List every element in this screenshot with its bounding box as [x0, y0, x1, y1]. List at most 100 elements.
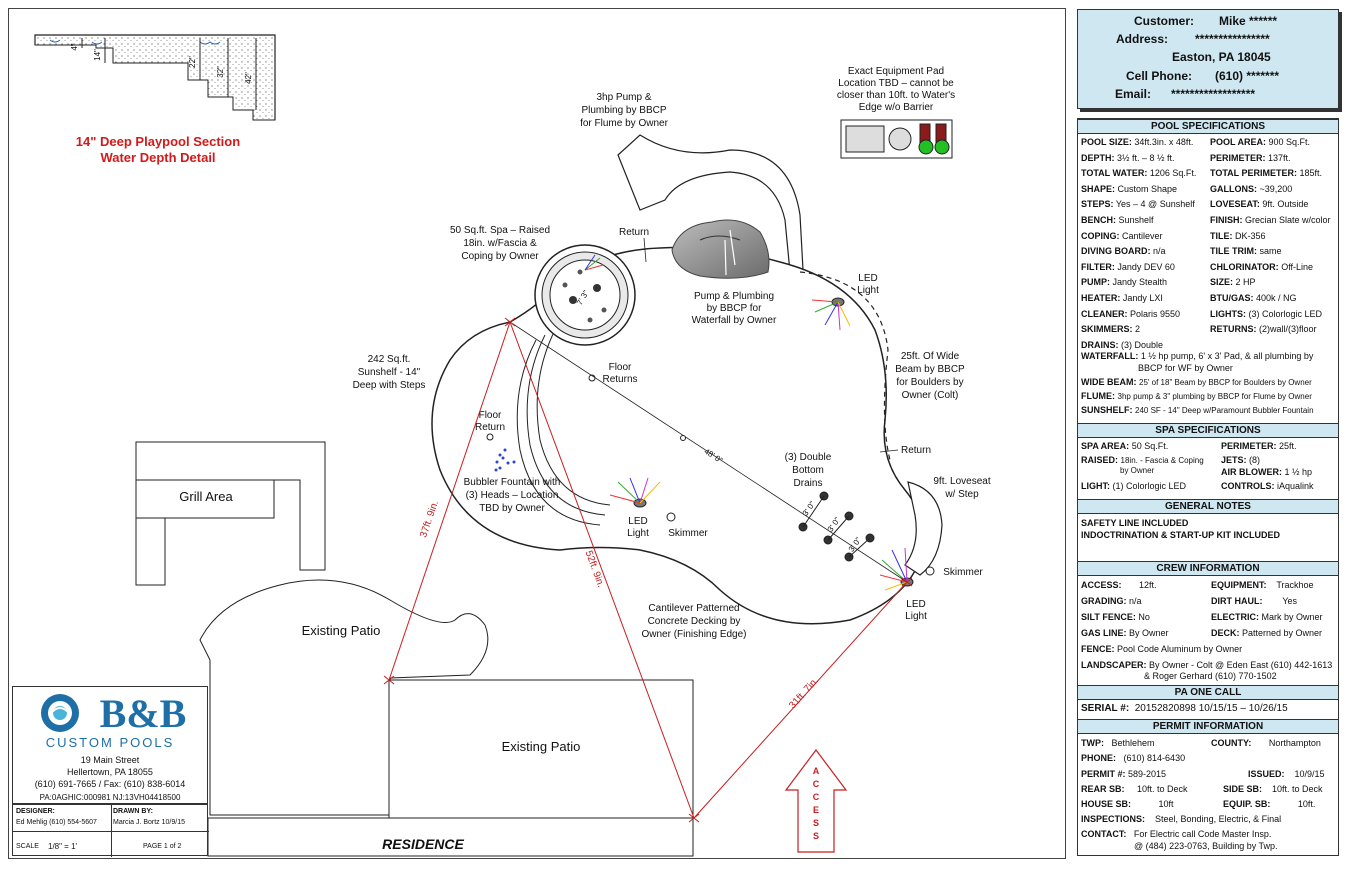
wide-beam [799, 271, 891, 461]
flume-label: FLUME: [1081, 391, 1115, 401]
spa [534, 244, 636, 346]
pool-spec-label: TOTAL PERIMETER: [1210, 168, 1298, 179]
led-light-tr-icon [811, 297, 851, 331]
spa-light-value: (1) Colorlogic LED [1112, 481, 1187, 491]
waterfall-label: WATERFALL: [1081, 351, 1139, 361]
residence-outline [207, 817, 694, 857]
bubbler-note-3: TBD by Owner [479, 503, 545, 514]
drains-note-1: (3) Double [785, 452, 832, 463]
grill-area-outline [135, 441, 326, 586]
customer-value: Mike ****** [1219, 14, 1278, 28]
spa-area-value: 50 Sq.Ft. [1131, 441, 1169, 451]
pool-spec-row-right: PERIMETER: 137ft. [1210, 153, 1291, 163]
patio-left-label: Existing Patio [302, 623, 381, 638]
waterfall-value-2: BBCP for WF by Owner [1138, 363, 1233, 373]
pool-spec-row-left: STEPS: Yes – 4 @ Sunshelf [1081, 199, 1195, 209]
permit-equipsb-value: 10ft. [1297, 799, 1316, 809]
pool-spec-value: Cantilever [1122, 230, 1163, 241]
crew-access-label: ACCESS: [1081, 580, 1122, 590]
pool-spec-value: Sunshelf [1118, 215, 1154, 225]
permit-county-value: Northampton [1268, 738, 1321, 748]
pool-spec-label: TILE: [1210, 230, 1233, 241]
flume-note-1: 3hp Pump & [596, 92, 651, 103]
pool-spec-label: PERIMETER: [1210, 152, 1266, 163]
permit-number-label: PERMIT #: [1081, 769, 1126, 779]
address-label: Address: [1116, 32, 1169, 46]
widebeam-value: 25' of 18" Beam by BBCP for Boulders by … [1139, 378, 1312, 387]
pool-spec-value: (2)wall/(3)floor [1259, 324, 1317, 335]
sunshelf-note-2: Sunshelf - 14" [358, 367, 421, 378]
pool-spec-value: 900 Sq.Ft. [1268, 137, 1311, 147]
pool-spec-label: DIVING BOARD: [1081, 246, 1151, 257]
crew-header: CREW INFORMATION [1078, 561, 1338, 576]
skimmer-right-icon [925, 566, 935, 576]
pool-spec-value: 2 HP [1235, 277, 1256, 288]
spa-note-1: 50 Sq.ft. Spa – Raised [450, 225, 550, 236]
drains-note-2: Bottom [792, 465, 824, 476]
company-license: PA:0AGHIC:000981 NJ:13VH04418500 [39, 793, 181, 802]
drawn-value: Marcia J. Bortz 10/9/15 [113, 819, 185, 826]
customer-label: Customer: [1134, 14, 1195, 28]
floor-return-1: Floor [479, 410, 502, 421]
pool-spec-value: 3½ ft. – 8 ½ ft. [1117, 152, 1175, 163]
pool-spec-row-right: CHLORINATOR: Off-Line [1210, 262, 1313, 272]
pool-spec-value: 1206 Sq.Ft. [1149, 168, 1197, 179]
pool-spec-value: Yes – 4 @ Sunshelf [1115, 199, 1195, 210]
pool-spec-value: (3) Colorlogic LED [1248, 308, 1323, 319]
pool-spec-label: RETURNS: [1210, 324, 1257, 335]
pool-spec-value: Off-Line [1281, 261, 1314, 272]
led-light-tr-2: Light [857, 285, 879, 296]
waterfall-value: 1 ½ hp pump, 6' x 3' Pad, & all plumbing… [1140, 351, 1314, 361]
depth-22-label: 22" [188, 56, 197, 68]
permit-number-value: 589-2015 [1128, 769, 1167, 779]
permit-header: PERMIT INFORMATION [1078, 719, 1338, 734]
decking-note-3: Owner (Finishing Edge) [641, 629, 746, 640]
led-light-br-2: Light [905, 611, 927, 622]
spa-perim-value: 25ft. [1279, 441, 1297, 451]
pool-spec-row-right: POOL AREA: 900 Sq.Ft. [1210, 137, 1310, 147]
general-note-1: SAFETY LINE INCLUDED [1081, 518, 1189, 528]
drains-note-3: Drains [794, 478, 823, 489]
crew-dirt-value: Yes [1282, 596, 1298, 606]
decking-note-2: Concrete Decking by [648, 616, 741, 627]
permit-house-value: 10ft [1158, 799, 1174, 809]
residence-label: RESIDENCE [382, 836, 464, 852]
loveseat-note-2: w/ Step [944, 489, 979, 500]
pool-spec-row-left: FILTER: Jandy DEV 60 [1081, 262, 1175, 272]
pool-spec-row-left: DRAINS: (3) Double [1081, 340, 1163, 350]
equipment-pad-note-1: Exact Equipment Pad [848, 66, 944, 77]
pool-spec-row-left: SKIMMERS: 2 [1081, 324, 1140, 334]
phone-label: Cell Phone: [1126, 69, 1193, 83]
general-notes-header: GENERAL NOTES [1078, 499, 1338, 514]
company-logo: B&B [41, 691, 186, 736]
pool-outline [431, 246, 924, 625]
pool-spec-row-right: TILE: DK-356 [1210, 231, 1266, 241]
depth-14-label: 14" [93, 49, 102, 61]
crew-land-label: LANDSCAPER: [1081, 660, 1147, 670]
pool-spec-row-right: SIZE: 2 HP [1210, 277, 1256, 287]
customer-info-box: Customer: Mike ****** Address: *********… [1077, 9, 1339, 109]
permit-contact-value-2: @ (484) 223-0763, Building by Twp. [1134, 841, 1278, 851]
pool-spec-value: ~39,200 [1259, 183, 1293, 194]
permit-equipsb-label: EQUIP. SB: [1223, 799, 1271, 809]
pool-spec-row-left: TOTAL WATER: 1206 Sq.Ft. [1081, 168, 1196, 178]
sunshelf-row: SUNSHELF: 240 SF - 14" Deep w/Paramount … [1081, 405, 1314, 415]
decking-note-1: Cantilever Patterned [648, 603, 739, 614]
skimmer-left-label: Skimmer [668, 528, 708, 539]
spa-controls-value: iAqualink [1277, 481, 1314, 491]
pool-spec-label: COPING: [1081, 230, 1120, 241]
permit-issued-value: 10/9/15 [1294, 769, 1325, 779]
pool-spec-value: DK-356 [1235, 230, 1266, 241]
grill-area-label: Grill Area [179, 489, 233, 504]
crew-silt-value: No [1138, 612, 1150, 622]
flume-value: 3hp pump & 3" plumbing by BBCP for Flume… [1117, 392, 1312, 401]
pool-spec-value: Grecian Slate w/color [1245, 215, 1331, 225]
company-city: Hellertown, PA 18055 [67, 767, 153, 777]
pool-spec-label: LIGHTS: [1210, 308, 1246, 319]
scale-value: 1/8" = 1' [48, 842, 78, 851]
pool-spec-row-left: HEATER: Jandy LXI [1081, 293, 1163, 303]
email-value: ****************** [1171, 87, 1256, 101]
waterfall-boulders [671, 219, 770, 279]
widebeam-row: WIDE BEAM: 25' of 18" Beam by BBCP for B… [1081, 377, 1312, 387]
drawn-label: DRAWN BY: [113, 808, 153, 815]
